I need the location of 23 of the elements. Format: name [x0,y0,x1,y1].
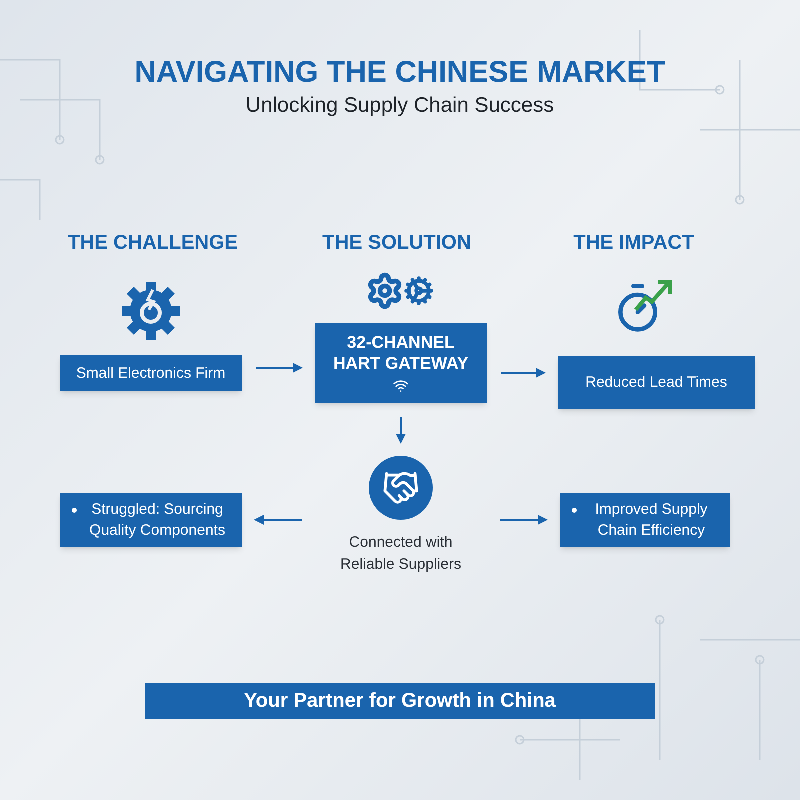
banner-text: Your Partner for Growth in China [244,689,556,714]
gateway-box [315,323,487,403]
box-text: Struggled: Sourcing Quality Components [88,500,226,541]
result-box [560,493,730,547]
arrow [396,417,406,444]
label-box [558,356,755,409]
title: NAVIGATING THE CHINESE MARKET [134,55,666,91]
subtitle: Unlocking Supply Chain Success [244,93,556,119]
arrow [254,515,302,525]
arrow [501,368,546,378]
caption-text: Connected with Reliable Suppliers [340,533,462,575]
column-heading: THE IMPACT [572,231,696,256]
box-text: Reduced Lead Times [586,373,728,393]
box-text: Small Electronics Firm [76,364,226,384]
result-box [60,493,242,547]
column-heading: THE CHALLENGE [67,231,239,256]
arrow [256,363,303,373]
column-heading: THE SOLUTION [322,231,472,256]
banner [145,683,655,719]
label-box [60,355,242,391]
gateway-label: 32-CHANNEL HART GATEWAY [332,332,470,374]
box-text: Improved Supply Chain Efficiency [594,500,709,541]
arrow [500,515,548,525]
